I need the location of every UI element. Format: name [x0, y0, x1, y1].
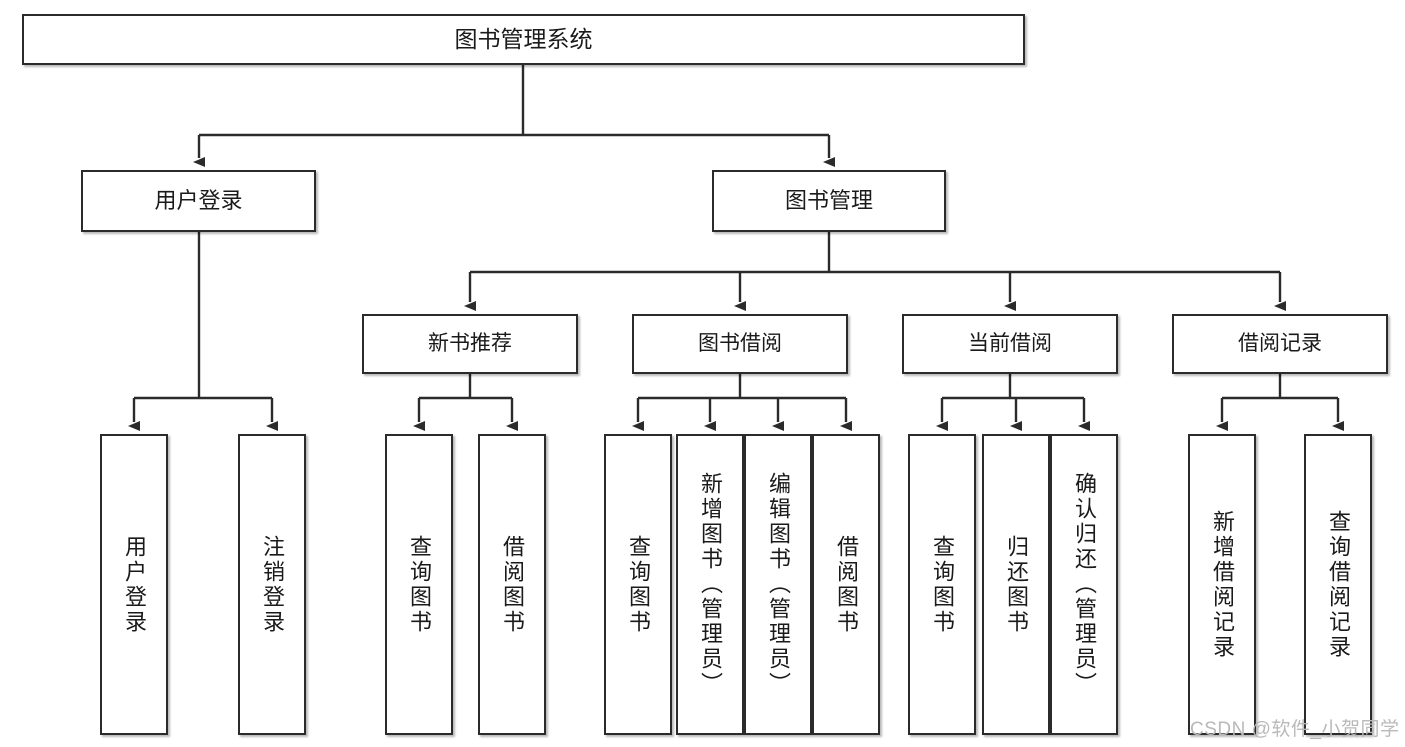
node-user-login-label: 用户登录: [154, 188, 243, 214]
node-leaf-borrow-book-1-label: 借阅图书: [500, 534, 525, 635]
node-leaf-borrow-book-2[interactable]: 借阅图书: [812, 434, 880, 735]
node-new-book-recommend[interactable]: 新书推荐: [362, 314, 578, 374]
node-leaf-add-record[interactable]: 新增借阅记录: [1188, 434, 1256, 735]
node-leaf-logout-label: 注销登录: [260, 534, 285, 635]
node-leaf-return-book[interactable]: 归还图书: [982, 434, 1050, 735]
node-book-borrow-label: 图书借阅: [698, 331, 782, 355]
node-current-borrow[interactable]: 当前借阅: [902, 314, 1118, 374]
node-user-login[interactable]: 用户登录: [81, 170, 316, 232]
node-root[interactable]: 图书管理系统: [22, 14, 1025, 65]
node-leaf-logout[interactable]: 注销登录: [238, 434, 306, 735]
node-leaf-confirm-return[interactable]: 确认归还（管理员）: [1050, 434, 1118, 735]
node-leaf-add-book[interactable]: 新增图书（管理员）: [676, 434, 744, 735]
node-book-borrow[interactable]: 图书借阅: [632, 314, 848, 374]
node-leaf-query-book-3-label: 查询图书: [930, 534, 955, 635]
node-leaf-query-record-label: 查询借阅记录: [1326, 509, 1351, 660]
node-leaf-edit-book-label: 编辑图书（管理员）: [766, 472, 791, 697]
node-leaf-borrow-book-2-label: 借阅图书: [834, 534, 859, 635]
node-leaf-query-book-3[interactable]: 查询图书: [908, 434, 976, 735]
node-borrow-record[interactable]: 借阅记录: [1172, 314, 1388, 374]
node-leaf-return-book-label: 归还图书: [1004, 534, 1029, 635]
node-leaf-query-book-1-label: 查询图书: [407, 534, 432, 635]
node-leaf-edit-book[interactable]: 编辑图书（管理员）: [744, 434, 812, 735]
node-leaf-user-login[interactable]: 用户登录: [100, 434, 168, 735]
node-root-label: 图书管理系统: [454, 25, 593, 52]
node-leaf-add-record-label: 新增借阅记录: [1210, 509, 1235, 660]
node-leaf-borrow-book-1[interactable]: 借阅图书: [478, 434, 546, 735]
node-leaf-query-record[interactable]: 查询借阅记录: [1304, 434, 1372, 735]
node-current-borrow-label: 当前借阅: [968, 331, 1052, 355]
node-borrow-record-label: 借阅记录: [1238, 331, 1322, 355]
csdn-watermark: CSDN @软件_小贺同学: [1190, 719, 1400, 740]
node-leaf-confirm-return-label: 确认归还（管理员）: [1072, 472, 1097, 697]
node-leaf-query-book-2[interactable]: 查询图书: [604, 434, 672, 735]
node-leaf-add-book-label: 新增图书（管理员）: [698, 472, 723, 697]
node-new-book-recommend-label: 新书推荐: [428, 331, 512, 355]
node-book-manage-label: 图书管理: [784, 188, 873, 214]
node-leaf-user-login-label: 用户登录: [122, 534, 147, 635]
node-leaf-query-book-1[interactable]: 查询图书: [385, 434, 453, 735]
node-book-manage[interactable]: 图书管理: [712, 170, 946, 232]
node-leaf-query-book-2-label: 查询图书: [626, 534, 651, 635]
